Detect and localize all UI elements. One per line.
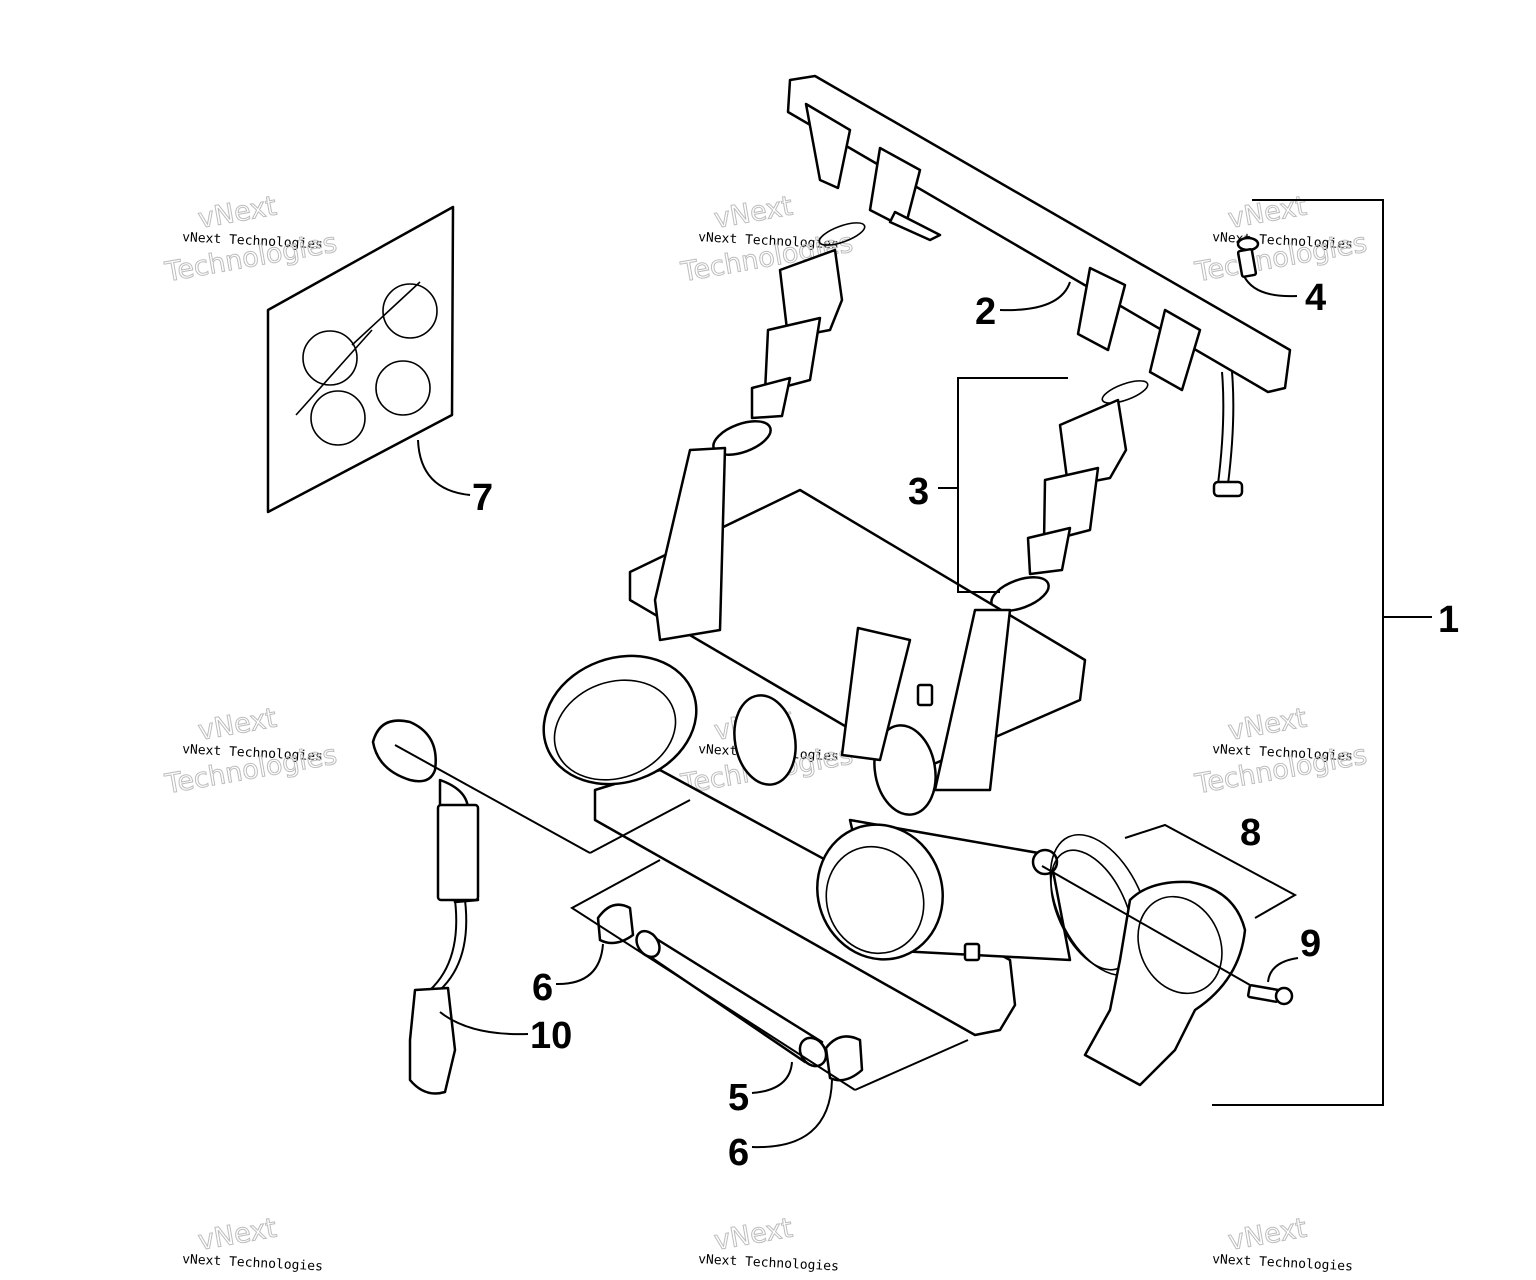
svg-text:vNext: vNext [1226, 1213, 1309, 1257]
callout-4: 4 [1305, 277, 1326, 319]
throttle-position-sensor [1083, 880, 1247, 1087]
part-10-cable-bracket [371, 719, 480, 1095]
callout-10: 10 [530, 1015, 572, 1057]
callout-7: 7 [472, 477, 493, 519]
injector-left [712, 222, 866, 456]
callout-3: 3 [908, 471, 929, 513]
svg-text:vNext Technologies: vNext Technologies [698, 1252, 839, 1274]
svg-text:vNext Technologies: vNext Technologies [1212, 742, 1353, 764]
watermark: vNext vNext Technologies Technologies [1192, 702, 1370, 801]
callout-2: 2 [975, 291, 996, 333]
part-5-hose [635, 929, 828, 1068]
watermark: vNext vNext Technologies Technologies [162, 702, 340, 801]
part-6-clamp-lower [824, 1035, 864, 1082]
svg-text:vNext: vNext [1226, 191, 1309, 235]
svg-text:vNext: vNext [1226, 703, 1309, 747]
callout-9: 9 [1300, 923, 1321, 965]
callout-6-lower: 6 [728, 1132, 749, 1174]
callout-1: 1 [1438, 599, 1459, 641]
watermark: vNext vNext Technologies [698, 1212, 839, 1274]
callout-labels: 1 2 3 4 5 6 6 7 8 9 10 [472, 277, 1459, 1174]
svg-text:vNext Technologies: vNext Technologies [182, 230, 323, 252]
injector-right [990, 380, 1149, 612]
callout-5: 5 [728, 1077, 749, 1119]
callout-6-upper: 6 [532, 967, 553, 1009]
part-2-fuel-rail [786, 74, 1292, 498]
svg-text:vNext: vNext [712, 1213, 795, 1257]
part-9-screw [1246, 984, 1294, 1006]
svg-text:vNext Technologies: vNext Technologies [182, 742, 323, 764]
svg-text:vNext: vNext [712, 191, 795, 235]
part-1-throttle-body [542, 446, 1087, 1037]
watermark: vNext vNext Technologies Technologies [162, 190, 340, 289]
callout-8: 8 [1240, 812, 1261, 854]
watermark: vNext vNext Technologies [1212, 1212, 1353, 1274]
watermark: vNext vNext Technologies [182, 1212, 323, 1274]
watermark: vNext vNext Technologies Technologies [1192, 190, 1370, 289]
part-7-gasket-sheet [266, 205, 455, 514]
part-4-screw [1236, 236, 1260, 278]
svg-text:vNext: vNext [196, 191, 279, 235]
svg-text:vNext: vNext [196, 1213, 279, 1257]
svg-text:vNext: vNext [196, 703, 279, 747]
svg-text:vNext Technologies: vNext Technologies [698, 230, 839, 252]
svg-text:vNext Technologies: vNext Technologies [182, 1252, 323, 1274]
leader-lines [394, 199, 1432, 1149]
part-6-clamp-upper [596, 903, 635, 945]
svg-text:vNext Technologies: vNext Technologies [1212, 1252, 1353, 1274]
